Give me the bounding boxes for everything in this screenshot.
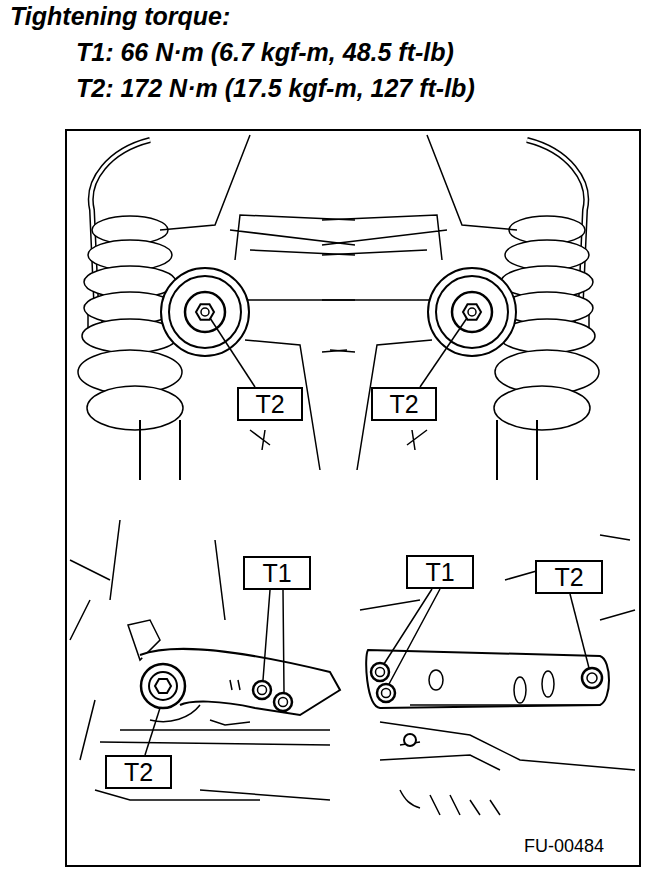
- torque-callout: T2: [255, 392, 284, 417]
- torque-spec: T2: 172 N·m (17.5 kgf-m, 127 ft-lb): [76, 74, 475, 103]
- figure-code: FU-00484: [524, 836, 604, 857]
- callout-box: T2: [535, 560, 603, 594]
- torque-spec: T1: 66 N·m (6.7 kgf-m, 48.5 ft-lb): [76, 38, 454, 67]
- title: Tightening torque:: [10, 2, 230, 31]
- torque-callout: T1: [425, 560, 454, 585]
- torque-callout: T1: [262, 561, 291, 586]
- torque-callout: T2: [554, 565, 583, 590]
- callout-box: T2: [105, 755, 172, 789]
- leader-lines: [145, 318, 589, 755]
- torque-callout: T2: [389, 392, 418, 417]
- callout-box: T2: [237, 387, 303, 421]
- callout-box: T2: [371, 387, 437, 421]
- callout-box: T1: [406, 555, 474, 589]
- callout-box: T1: [243, 556, 311, 590]
- torque-callout: T2: [124, 760, 153, 785]
